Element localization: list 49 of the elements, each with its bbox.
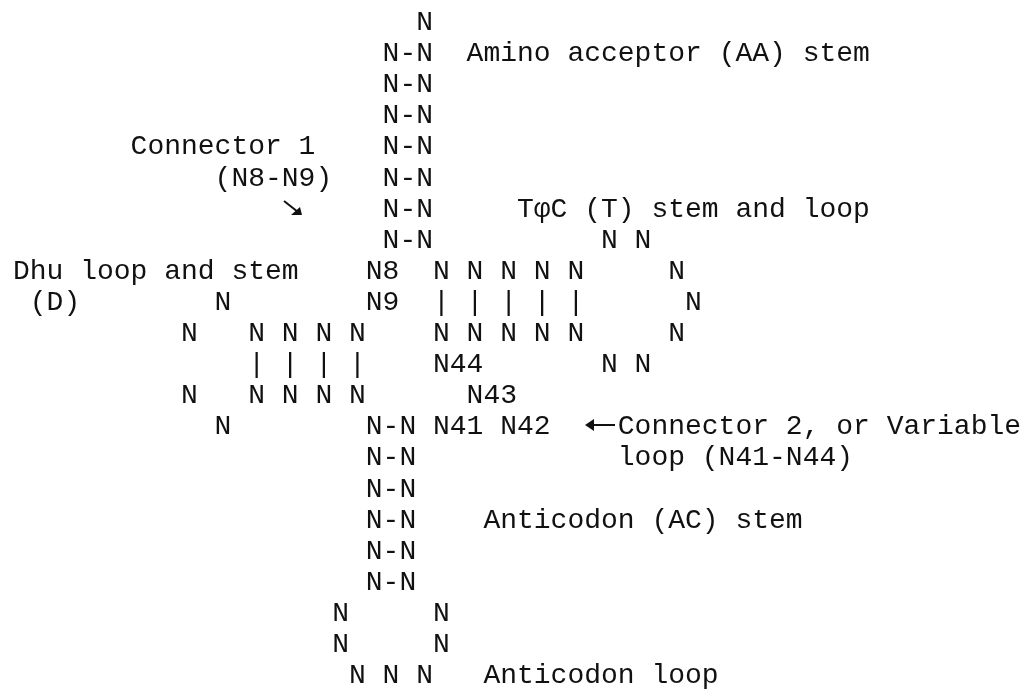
base-pair-marks: | | | | — [248, 349, 366, 381]
base-pair-label: N-N — [365, 504, 417, 536]
base-pair-label: N-N — [382, 100, 433, 132]
nucleotide-label: N — [214, 286, 232, 318]
nucleotide-label: N — [433, 629, 450, 660]
position-label: N43 — [466, 380, 517, 412]
base-pair-label: N-N — [365, 411, 417, 443]
nucleotide-label: N — [332, 629, 349, 660]
nucleotide-label: N — [685, 286, 702, 318]
base-pair-label: N-N — [382, 162, 433, 194]
nucleotide-row: N N N N — [248, 318, 366, 349]
base-pair-label: N-N — [382, 38, 433, 70]
nucleotide-row: N N — [601, 349, 652, 381]
annotation-text: Anticodon loop — [483, 660, 719, 689]
nucleotide-label: N — [181, 380, 198, 412]
nucleotide-label: N — [433, 597, 450, 629]
position-label: N44 — [433, 349, 484, 381]
base-pair-label: N-N — [382, 131, 433, 163]
annotation-text: Dhu loop and stem — [13, 255, 299, 287]
base-pair-label: N-N — [382, 193, 433, 225]
annotation-text: Connector 1 — [130, 131, 316, 163]
base-pair-label: N-N — [365, 442, 417, 474]
base-pair-label: N-N — [365, 566, 417, 598]
position-label: N9 — [365, 286, 400, 318]
annotation-text: (D) — [29, 286, 81, 318]
annotation-text: TφC (T) stem and loop — [517, 193, 870, 225]
annotation-text: (N8-N9) — [214, 162, 333, 194]
position-label: N41 — [433, 411, 484, 443]
base-pair-label: N-N — [382, 69, 433, 101]
nucleotide-label: N — [668, 255, 685, 287]
nucleotide-row: N N N N N — [433, 255, 585, 287]
nucleotide-row: N N N N N — [433, 318, 585, 349]
position-label: N42 — [500, 411, 551, 443]
base-pair-marks: | | | | | — [433, 286, 585, 318]
annotation-text: Connector 2, or Variable loop (N41-N44) — [617, 411, 1023, 474]
nucleotide-row: N N N — [349, 660, 433, 689]
nucleotide-label: N — [668, 318, 685, 349]
nucleotide-label: N — [416, 7, 433, 38]
nucleotide-row: N N — [601, 224, 652, 256]
base-pair-label: N-N — [365, 473, 417, 505]
annotation-text: Amino acceptor (AA) stem — [466, 38, 870, 70]
nucleotide-row: N N N N — [248, 380, 366, 412]
base-pair-label: N-N — [365, 535, 417, 567]
position-label: N8 — [365, 255, 400, 287]
nucleotide-label: N — [214, 411, 232, 443]
nucleotide-label: N — [332, 597, 349, 629]
nucleotide-label: N — [181, 318, 198, 349]
base-pair-label: N-N — [382, 224, 433, 256]
annotation-text: Anticodon (AC) stem — [483, 504, 803, 536]
